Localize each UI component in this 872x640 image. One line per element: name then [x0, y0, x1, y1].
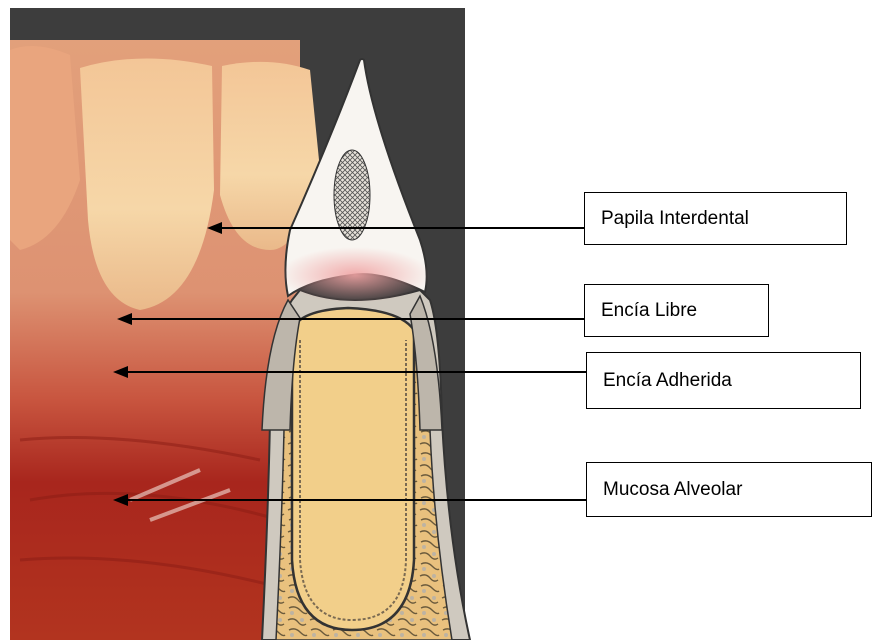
label-papila-interdental: Papila Interdental	[584, 192, 847, 245]
label-encia-adherida-text: Encía Adherida	[603, 370, 732, 392]
label-encia-libre: Encía Libre	[584, 284, 769, 337]
label-papila-interdental-text: Papila Interdental	[601, 208, 749, 230]
label-mucosa-alveolar: Mucosa Alveolar	[586, 462, 872, 517]
label-encia-adherida: Encía Adherida	[586, 352, 861, 409]
label-mucosa-alveolar-text: Mucosa Alveolar	[603, 479, 742, 501]
label-encia-libre-text: Encía Libre	[601, 300, 697, 322]
